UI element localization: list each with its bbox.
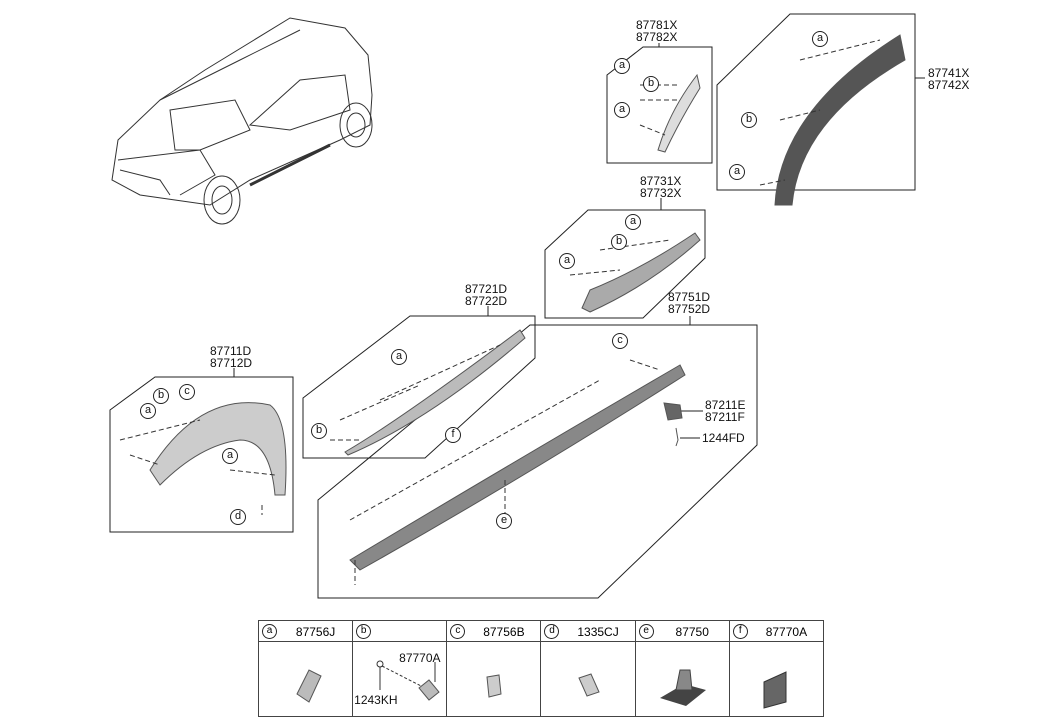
part-87751d: [349, 364, 686, 571]
label-87781x: 87781X: [636, 18, 678, 32]
legend-part-number: 87756B: [483, 625, 525, 639]
label-87722d: 87722D: [465, 294, 508, 308]
label-87721d: 87721D: [465, 282, 508, 296]
legend-header-b: b: [352, 620, 448, 642]
legend-part-number: 87750: [675, 625, 709, 639]
label-87741x: 87741X: [928, 66, 970, 80]
label-87732x: 87732X: [640, 186, 682, 200]
box-87741x: [716, 13, 916, 191]
part-87731x: [581, 232, 701, 313]
callout-b: b: [311, 423, 327, 439]
part-87781x: [657, 73, 701, 153]
label-87211e: 87211E: [705, 398, 746, 412]
part-87211e: [663, 402, 683, 421]
legend-key: c: [450, 624, 466, 639]
callout-a: a: [812, 31, 828, 47]
legend-part-number: 87770A: [765, 625, 808, 639]
part-1244fd: [675, 427, 679, 447]
legend-key: f: [732, 624, 748, 639]
label-87742x: 87742X: [928, 78, 970, 92]
part-87711d: [149, 402, 287, 496]
part-87741x: [774, 34, 906, 206]
label-87211f: 87211F: [705, 410, 745, 424]
legend-b-1243kh: 1243KH: [354, 693, 398, 707]
legend-header-d: d 1335CJ: [540, 620, 636, 642]
callout-d: d: [230, 509, 246, 525]
legend-header-c: c 87756B: [446, 620, 542, 642]
label-87711d: 87711D: [210, 344, 252, 358]
box-87721d: [302, 315, 536, 459]
callout-a: a: [614, 58, 630, 74]
callout-a: a: [559, 253, 575, 269]
box-87751d: [317, 324, 758, 599]
callout-b: b: [153, 388, 169, 404]
callout-a: a: [391, 349, 407, 365]
callout-a: a: [222, 448, 238, 464]
legend-b-87770a: 87770A: [399, 651, 441, 665]
callout-a: a: [729, 164, 745, 180]
callout-b: b: [643, 76, 659, 92]
vehicle-illustration: [111, 17, 373, 225]
callout-f: f: [445, 427, 461, 443]
callout-c: c: [612, 333, 628, 349]
legend-key: b: [356, 624, 372, 639]
legend-image-c: [446, 641, 542, 717]
legend-image-b: 87770A 1243KH: [352, 641, 448, 717]
callout-b: b: [741, 112, 757, 128]
legend-header-e: e 87750: [634, 620, 730, 642]
legend-key: a: [262, 624, 277, 639]
box-87781x: [606, 46, 713, 164]
part-87721d: [344, 329, 526, 456]
label-87751d: 87751D: [668, 290, 711, 304]
callout-a: a: [625, 214, 641, 230]
label-87731x: 87731X: [640, 174, 682, 188]
legend-image-a: [257, 641, 354, 717]
box-87711d: [109, 376, 294, 533]
legend-key: e: [638, 624, 654, 639]
label-87712d: 87712D: [210, 356, 253, 370]
legend-image-f: [728, 641, 825, 717]
legend-part-number: 1335CJ: [577, 625, 619, 639]
callout-c: c: [179, 384, 195, 400]
callout-b: b: [611, 234, 627, 250]
fastener-legend-table: a 87756J b c 87756B d 1335CJ e 87750 f 87770A…: [257, 620, 825, 717]
callout-e: e: [496, 513, 512, 529]
legend-header-a: a 87756J: [257, 620, 354, 642]
legend-part-number: 87756J: [295, 625, 336, 639]
label-87752d: 87752D: [668, 302, 711, 316]
legend-image-d: [540, 641, 636, 717]
legend-header-f: f 87770A: [728, 620, 825, 642]
callout-a: a: [140, 403, 156, 419]
callout-a: a: [614, 102, 630, 118]
legend-key: d: [544, 624, 560, 639]
label-87782x: 87782X: [636, 30, 678, 44]
label-1244fd: 1244FD: [702, 431, 745, 445]
box-87731x: [544, 209, 706, 319]
legend-image-e: [634, 641, 730, 717]
